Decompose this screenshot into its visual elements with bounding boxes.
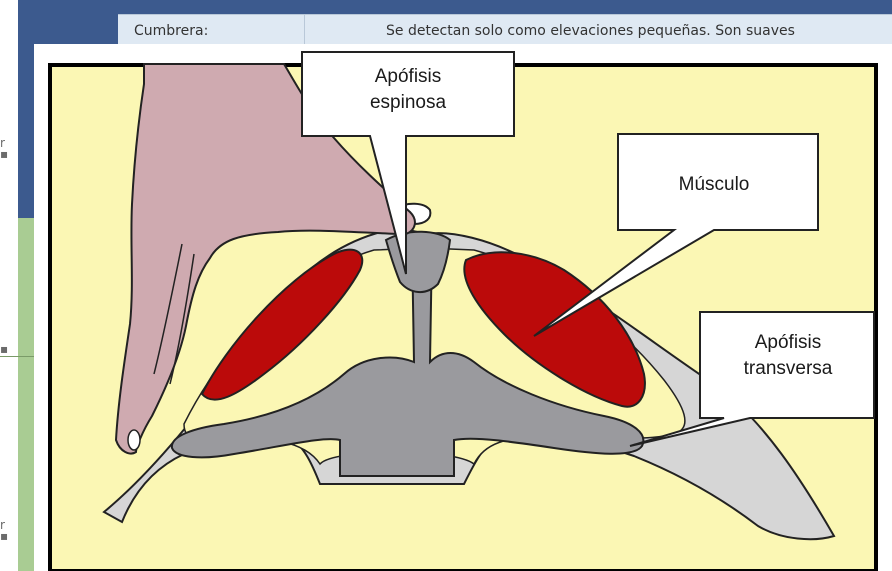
callout-spinous-line1: Apófisis bbox=[375, 66, 442, 87]
anatomy-diagram-panel: Apófisis espinosa Músculo Apófisis trans… bbox=[34, 44, 892, 571]
left-page-edge: r▪ ▪ r▪ bbox=[0, 0, 18, 571]
page-edge-mark: r▪ bbox=[0, 520, 10, 542]
callout-spinous-line2: espinosa bbox=[370, 92, 446, 113]
fingernail bbox=[128, 430, 140, 450]
page-edge-mark: ▪ bbox=[0, 344, 10, 366]
table-cell-value: Se detectan solo como elevaciones pequeñ… bbox=[386, 23, 795, 39]
page-edge-mark: r▪ bbox=[0, 138, 10, 160]
callout-transverse-line2: transversa bbox=[744, 358, 833, 379]
callout-muscle-label: Músculo bbox=[679, 174, 750, 195]
vertebra-diagram: Apófisis espinosa Músculo Apófisis trans… bbox=[34, 44, 892, 571]
table-cell-label: Cumbrera: bbox=[134, 23, 208, 39]
callout-transverse-line1: Apófisis bbox=[755, 332, 822, 353]
table-divider-line bbox=[0, 356, 34, 357]
